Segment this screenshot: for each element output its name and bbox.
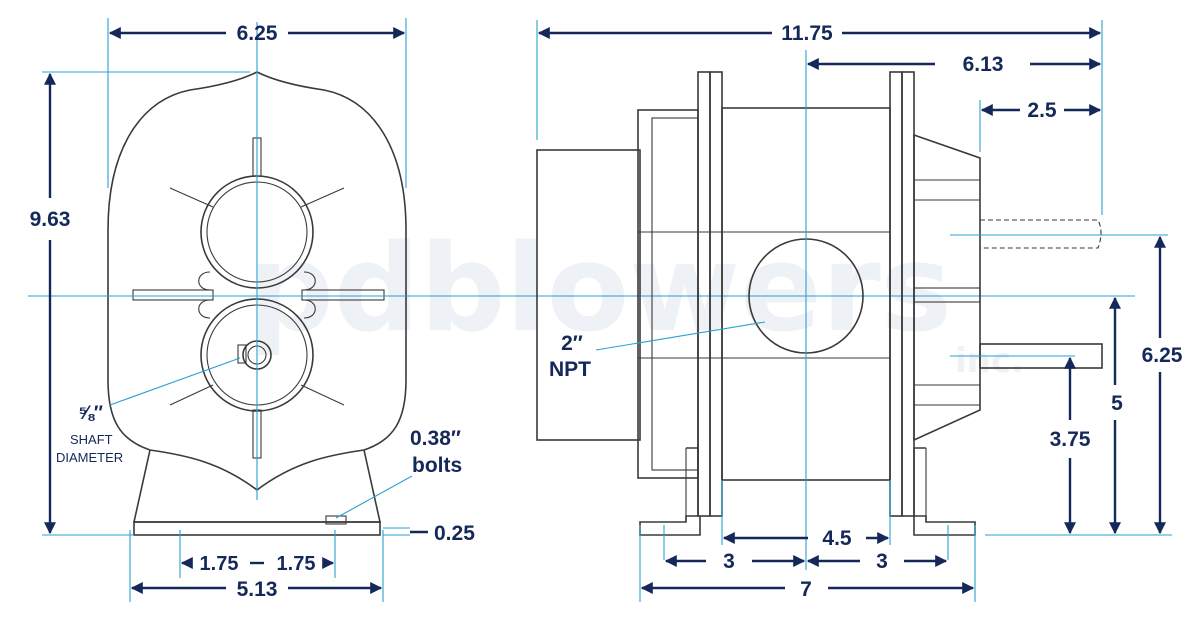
front-bolt-spacing-right-label: 1.75 — [277, 553, 316, 575]
side-left-offset-label: 3 — [723, 550, 735, 573]
side-overall-length-label: 11.75 — [781, 22, 833, 45]
bolt-label: bolts — [412, 454, 462, 477]
front-shaft-leader — [109, 357, 241, 406]
shaft-label-line2: DIAMETER — [56, 450, 123, 465]
front-bolt-spacing-left-label: 1.75 — [200, 553, 239, 575]
watermark-suffix: inc. — [955, 341, 1024, 381]
front-width-label: 6.25 — [237, 22, 278, 45]
port-type-label: NPT — [549, 358, 591, 381]
front-bolt-marker — [325, 515, 347, 525]
side-upper-shaft — [980, 219, 1102, 249]
side-right-foot — [913, 447, 976, 536]
front-bolt-leader — [335, 475, 413, 519]
front-base-thickness-label: 0.25 — [434, 522, 475, 545]
side-base-length-label: 7 — [800, 578, 812, 601]
side-shaft-length-label: 2.5 — [1027, 99, 1057, 122]
side-inlet-pipe — [536, 149, 641, 441]
side-center-to-end-label: 6.13 — [963, 53, 1004, 76]
side-port-leader — [595, 321, 766, 351]
side-shaft-height-label: 5 — [1111, 392, 1123, 415]
front-base-plate — [133, 521, 381, 536]
shaft-fraction-label: ⅝″ — [78, 403, 103, 424]
front-shaft-key — [237, 344, 247, 364]
shaft-label-line1: SHAFT — [70, 432, 113, 447]
side-base-height-label: 3.75 — [1050, 428, 1091, 451]
side-bolt-spacing-label: 4.5 — [822, 527, 852, 550]
side-gear-cover-rib — [913, 287, 981, 303]
side-left-foot — [639, 447, 701, 536]
front-height-label: 9.63 — [30, 208, 71, 231]
side-right-offset-label: 3 — [876, 550, 888, 573]
bolt-size-label: 0.38″ — [410, 427, 461, 450]
front-base-width-label: 5.13 — [237, 578, 278, 601]
port-size-label: 2″ — [561, 332, 583, 355]
front-view: 6.25 9.63 5.13 1.75 1.75 0.25 ⅝″ SHAFT D… — [28, 18, 1135, 602]
side-gear-cover — [913, 133, 981, 442]
side-height-to-top-label: 6.25 — [1142, 344, 1183, 367]
front-ribs — [132, 137, 385, 459]
side-view: 11.75 6.13 2.5 6.25 5 3.75 4.5 3 3 7 2″ … — [536, 20, 1183, 602]
